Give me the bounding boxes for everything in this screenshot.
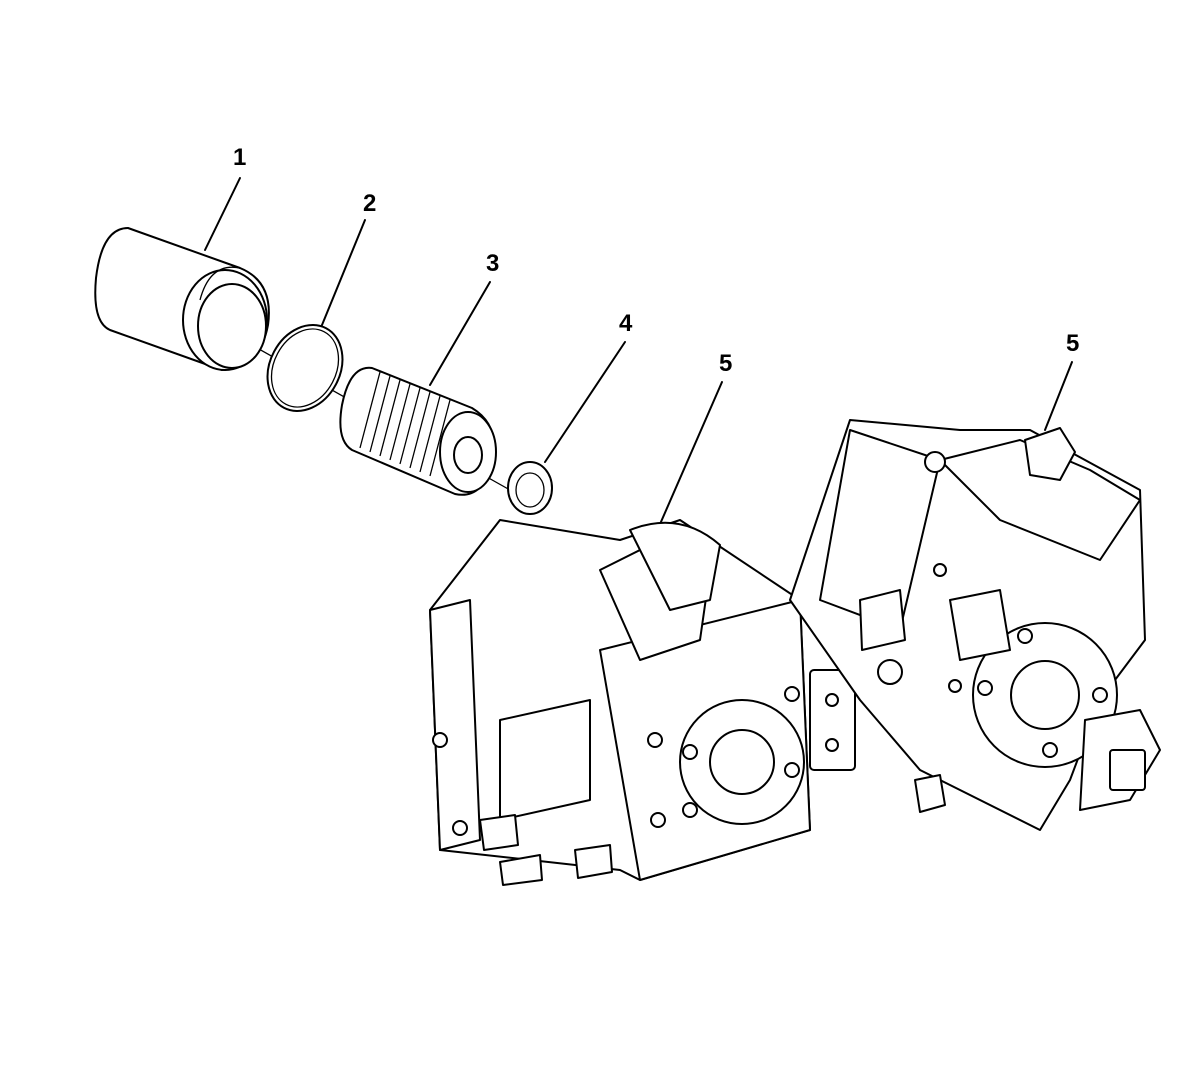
filter-bowl (94, 227, 270, 371)
hydraulic-pump-rear (789, 419, 1161, 831)
filter-element (339, 366, 497, 496)
callout-2: 2 (363, 190, 377, 217)
callout-4: 4 (619, 310, 633, 337)
seal-ring (507, 461, 553, 515)
hydraulic-pump-front (429, 519, 856, 886)
callout-5-rear-pump: 5 (1066, 330, 1080, 357)
o-ring (266, 324, 344, 412)
leader-lines (204, 177, 1073, 571)
callout-3: 3 (486, 250, 500, 277)
callout-5-front-pump: 5 (719, 350, 733, 377)
callout-1: 1 (233, 144, 247, 171)
